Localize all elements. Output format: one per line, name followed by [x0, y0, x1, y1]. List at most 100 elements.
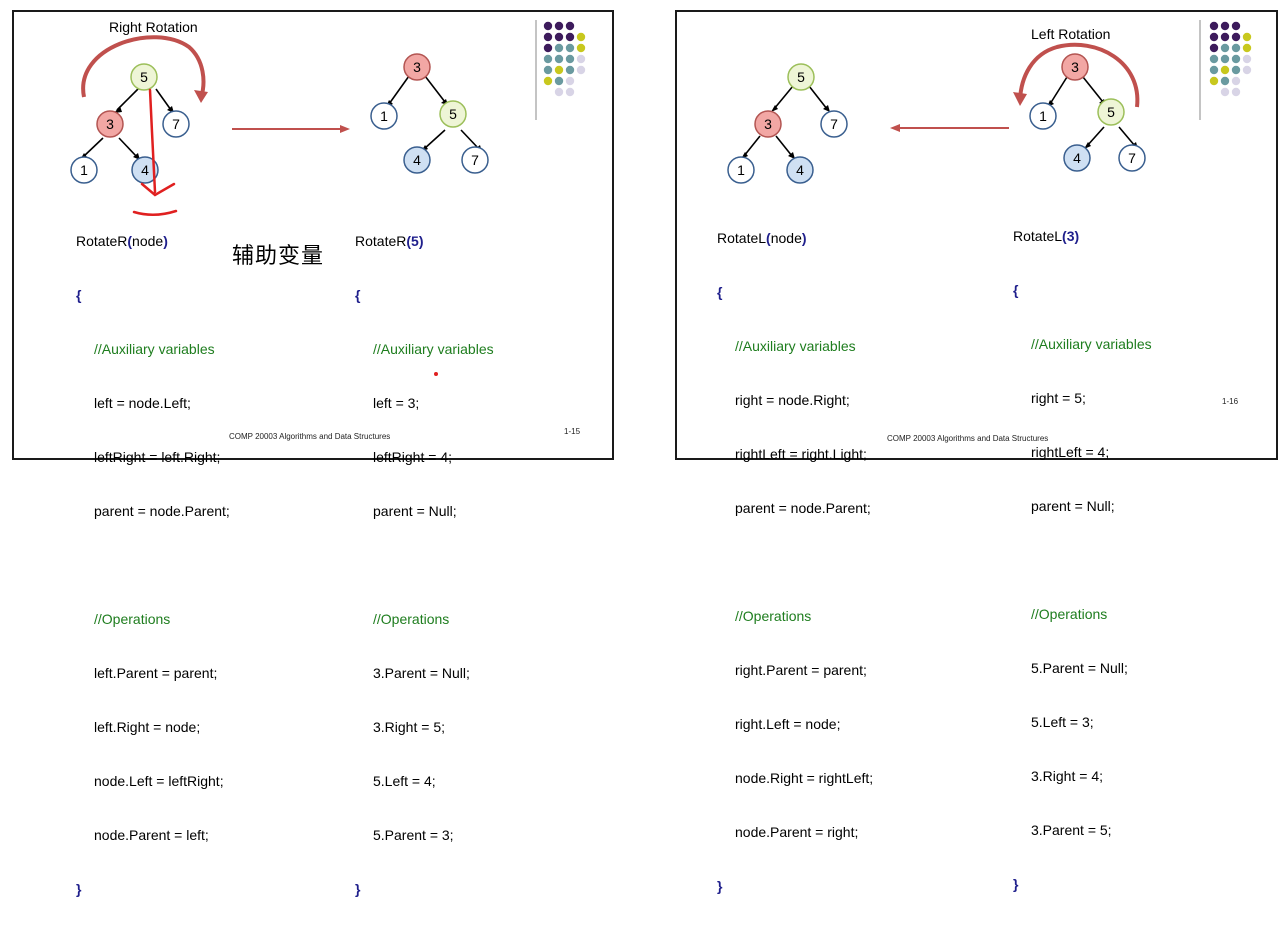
page-number: 1-15: [564, 427, 581, 436]
decorative-dot: [1209, 65, 1219, 75]
tree-before-edges: [82, 88, 172, 158]
decorative-dot: [543, 65, 553, 75]
code-comment: //Operations: [373, 611, 450, 627]
decorative-dot: [1231, 54, 1241, 64]
decorative-dot: [543, 76, 553, 86]
svg-text:4: 4: [796, 162, 804, 178]
svg-text:3: 3: [413, 59, 421, 75]
tree-after-node-right: 5: [439, 100, 467, 128]
decorative-dot: [565, 76, 575, 86]
open-brace: {: [1013, 282, 1019, 298]
svg-text:5: 5: [1107, 104, 1115, 120]
svg-text:7: 7: [830, 116, 838, 132]
code-line: 3.Parent = Null;: [373, 665, 470, 681]
slide-footer: COMP 20003 Algorithms and Data Structure…: [887, 434, 1049, 443]
decorative-dot: [565, 65, 575, 75]
svg-text:5: 5: [449, 106, 457, 122]
open-brace: {: [717, 284, 723, 300]
code-line: 3.Right = 4;: [1031, 768, 1103, 784]
decorative-dot: [554, 54, 564, 64]
tree-start-node-left: 1: [1029, 102, 1057, 130]
tree-after-arrowheads: [386, 99, 482, 152]
svg-text:4: 4: [1073, 150, 1081, 166]
tree-start-arrowheads: [1047, 99, 1138, 149]
blank-line: [1013, 551, 1152, 569]
tree-start-node-right-left: 4: [1063, 144, 1091, 172]
svg-text:5: 5: [797, 69, 805, 85]
code-line: node.Parent = right;: [735, 824, 859, 840]
decorative-dot: [1231, 65, 1241, 75]
code-line: right.Left = node;: [735, 716, 841, 732]
decorative-dot: [576, 65, 586, 75]
blank-line: [355, 556, 494, 574]
close-brace: }: [1013, 876, 1019, 892]
red-dot-mark: [434, 372, 438, 376]
svg-text:4: 4: [141, 162, 149, 178]
slide-title: Right Rotation: [109, 19, 198, 35]
decorative-dot: [1220, 43, 1230, 53]
decorative-dot: [1209, 21, 1219, 31]
code-comment: //Auxiliary variables: [94, 341, 215, 357]
tree-result-arrowheads: [741, 105, 830, 159]
transition-arrow-head: [890, 124, 900, 132]
svg-text:1: 1: [737, 162, 745, 178]
code-line: right = node.Right;: [735, 392, 850, 408]
svg-text:4: 4: [413, 152, 421, 168]
code-line: 5.Parent = 3;: [373, 827, 454, 843]
decorative-dot: [1231, 32, 1241, 42]
annotation-text: 辅助变量: [232, 243, 325, 268]
decorative-dot: [543, 43, 553, 53]
close-brace: }: [76, 881, 82, 897]
code-block-example: RotateL(3) { //Auxiliary variables right…: [1013, 191, 1152, 929]
decorative-dot: [543, 21, 553, 31]
rotation-arrow-head: [1013, 92, 1027, 106]
svg-text:3: 3: [106, 116, 114, 132]
decorative-dot: [1242, 65, 1252, 75]
transition-arrow-head: [340, 125, 350, 133]
decorative-dot: [1231, 21, 1241, 31]
decorative-dot: [1220, 87, 1230, 97]
code-line: left = 3;: [373, 395, 420, 411]
decorative-dot: [1209, 43, 1219, 53]
decorative-dot: [554, 43, 564, 53]
tree-after-node-root: 3: [403, 53, 431, 81]
decorative-dot: [1242, 32, 1252, 42]
code-line: leftRight = 4;: [373, 449, 452, 465]
code-line: 3.Right = 5;: [373, 719, 445, 735]
code-line: parent = Null;: [1031, 498, 1115, 514]
code-comment: //Operations: [94, 611, 171, 627]
tree-result-node-right: 7: [820, 110, 848, 138]
tree-after-node-left: 1: [370, 102, 398, 130]
tree-after-node-right-right: 7: [461, 146, 489, 174]
tree-before-node-left-right: 4: [131, 156, 159, 184]
decorative-dot: [576, 43, 586, 53]
slide-left-rotation: 5 3 7 1 4: [675, 10, 1278, 894]
decorative-dot: [1220, 76, 1230, 86]
decorative-dot: [1209, 32, 1219, 42]
slide-diagram-layer: 5 3 7 1 4: [70, 20, 586, 376]
tree-result-node-left: 3: [754, 110, 782, 138]
decorative-dot: [576, 54, 586, 64]
handwritten-red-mark: [140, 88, 176, 197]
function-signature: RotateR(node): [76, 233, 168, 249]
svg-text:3: 3: [764, 116, 772, 132]
tree-start-node-right: 5: [1097, 98, 1125, 126]
decorative-dot: [1220, 65, 1230, 75]
code-line: left.Right = node;: [94, 719, 201, 735]
svg-text:3: 3: [1071, 59, 1079, 75]
tree-start-node-right-right: 7: [1118, 144, 1146, 172]
rotation-arrow: [1018, 42, 1140, 108]
code-line: leftRight = left.Right;: [94, 449, 221, 465]
decorative-dot-grid: [1209, 21, 1252, 97]
code-line: right.Parent = parent;: [735, 662, 867, 678]
tree-before-node-right: 7: [162, 110, 190, 138]
decorative-dot: [576, 32, 586, 42]
blank-line: [717, 553, 873, 571]
code-comment: //Auxiliary variables: [735, 338, 856, 354]
code-line: rightLeft = 4;: [1031, 444, 1110, 460]
decorative-dot: [554, 32, 564, 42]
decorative-dot: [1231, 87, 1241, 97]
tree-before-node-left: 3: [96, 110, 124, 138]
rotation-arrow-head: [194, 90, 208, 103]
tree-before-arrowheads: [80, 106, 174, 160]
